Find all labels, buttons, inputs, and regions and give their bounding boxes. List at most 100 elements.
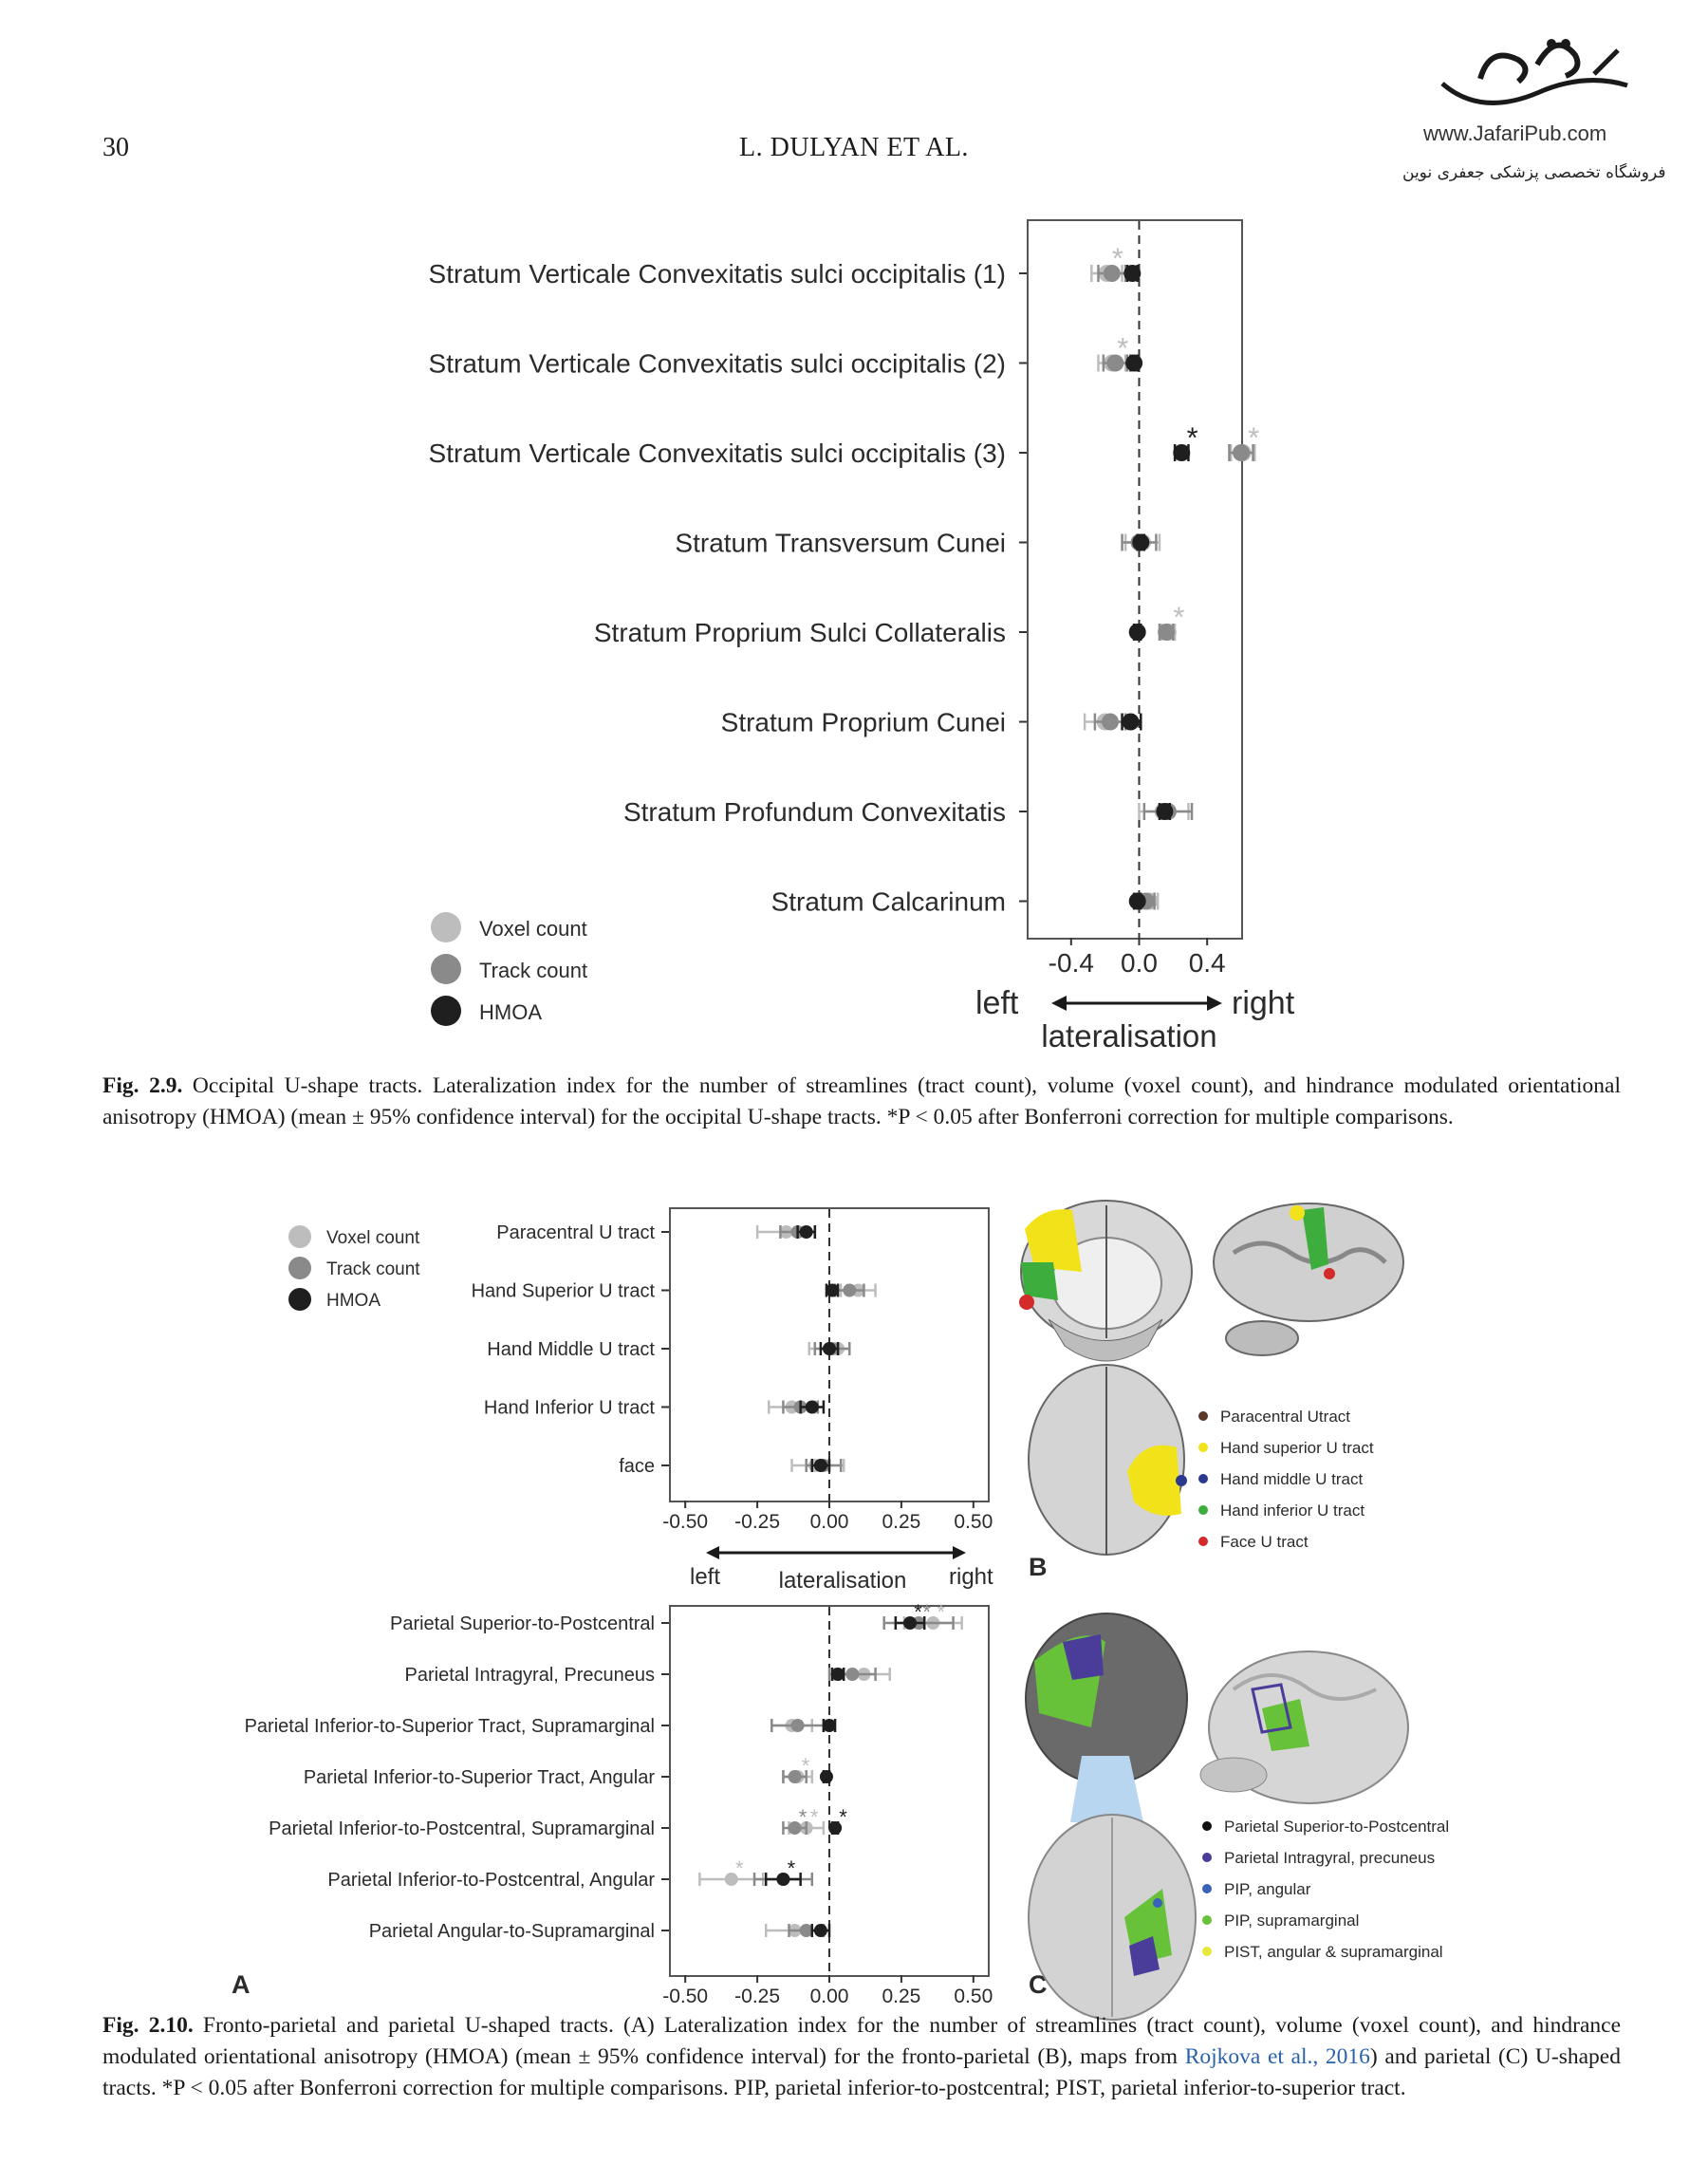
- mark-hmoa-0: *: [894, 1600, 926, 1630]
- legend-track-marker: [431, 954, 461, 984]
- mark-track-count-4: *: [782, 1805, 808, 1835]
- mark-hmoa-3: [799, 1400, 826, 1414]
- watermark-logo: [1440, 39, 1628, 105]
- mark-hmoa-4: [1128, 624, 1146, 641]
- significance-star: *: [802, 1754, 810, 1778]
- x-tick-label: 0.25: [882, 1511, 920, 1533]
- category-label-stratum-profundum-convexitatis: Stratum Profundum Convexitatis: [623, 797, 1006, 827]
- category-label-parietal-inferior-to-superior-tract-supramarginal: Parietal Inferior-to-Superior Tract, Sup…: [245, 1716, 655, 1737]
- legend-track-marker: [288, 1257, 311, 1279]
- mean-point: [828, 1821, 843, 1835]
- mean-point: [805, 1400, 819, 1414]
- x-tick-label: -0.25: [734, 1511, 780, 1533]
- legend-label-hand-middle-u-tract: Hand middle U tract: [1220, 1470, 1364, 1488]
- mark-hmoa-3: [1132, 533, 1150, 551]
- mean-point: [1173, 444, 1191, 461]
- mark-track-count-0: [1097, 265, 1127, 282]
- arrow-head-right: [953, 1546, 966, 1559]
- legend-swatch-paracentral-utract: [1198, 1411, 1208, 1421]
- legend-label-face-u-tract: Face U tract: [1220, 1533, 1309, 1551]
- significance-star: *: [788, 1856, 796, 1880]
- category-label-stratum-verticale-convexitatis-sulci-occipitalis-3: Stratum Verticale Convexitatis sulci occ…: [429, 438, 1006, 468]
- mark-hmoa-2: [819, 1342, 840, 1355]
- axis-title: lateralisation: [779, 1568, 907, 1594]
- significance-star: *: [1248, 421, 1259, 455]
- mark-hmoa-7: [1128, 892, 1146, 910]
- legend-29: Voxel count Track count HMOA: [431, 912, 587, 1026]
- legend-track-label: Track count: [326, 1259, 420, 1279]
- axis-right-label: right: [949, 1564, 993, 1590]
- figure-2-9-chart: Stratum Verticale Convexitatis sulci occ…: [429, 219, 1295, 1054]
- mean-point: [1122, 713, 1140, 731]
- brain-sagittal-b: [1213, 1203, 1404, 1356]
- mark-track-count-2: [770, 1719, 826, 1732]
- category-label-stratum-proprium-cunei: Stratum Proprium Cunei: [721, 707, 1006, 737]
- mark-track-count-3: [782, 1770, 808, 1783]
- significance-star: *: [922, 1600, 931, 1624]
- significance-star: *: [810, 1805, 819, 1829]
- x-tick-label: 0.00: [810, 1511, 849, 1533]
- mean-point: [1233, 444, 1250, 461]
- x-tick-label: -0.25: [734, 1986, 780, 2007]
- x-tick-label: -0.50: [662, 1986, 708, 2007]
- mean-point: [788, 1821, 802, 1835]
- mark-hmoa-1: [1125, 354, 1143, 372]
- brain-axial-3d-c: [1028, 1814, 1197, 2021]
- mean-point: [1103, 265, 1121, 282]
- mark-hmoa-1: [825, 1283, 840, 1297]
- category-label-hand-inferior-u-tract: Hand Inferior U tract: [484, 1398, 656, 1419]
- watermark-text: فروشگاه تخصصی پزشکی جعفری نوین: [1402, 163, 1666, 182]
- mean-point: [903, 1616, 918, 1630]
- category-label-hand-superior-u-tract: Hand Superior U tract: [472, 1281, 656, 1302]
- arrow-head-left: [1051, 996, 1067, 1011]
- legend-swatch-face-u-tract: [1198, 1537, 1208, 1546]
- mean-point: [724, 1873, 738, 1886]
- mean-point: [1102, 713, 1120, 731]
- x-tick-label: 0.50: [954, 1986, 993, 2007]
- figure-2-10-caption: Fig. 2.10. Fronto-parietal and parietal …: [102, 2010, 1621, 2104]
- citation-link[interactable]: Rojkova et al., 2016: [1184, 2044, 1370, 2069]
- x-tick-label: 0.0: [1121, 948, 1158, 978]
- legend-swatch-hand-middle-u-tract: [1198, 1474, 1208, 1483]
- watermark-url: www.JafariPub.com: [1423, 121, 1607, 145]
- legend-voxel-marker: [288, 1225, 311, 1248]
- legend-210: Voxel count Track count HMOA: [288, 1225, 420, 1311]
- category-label-parietal-intragyral-precuneus: Parietal Intragyral, Precuneus: [405, 1665, 655, 1686]
- mark-hmoa-6: [810, 1924, 831, 1937]
- x-tick-label: 0.25: [882, 1986, 920, 2007]
- mean-point: [1156, 803, 1174, 820]
- arrow-head-right: [1207, 996, 1222, 1011]
- caption-text-1: Fronto-parietal and parietal U-shaped tr…: [102, 2013, 1622, 2069]
- significance-star: *: [914, 1600, 922, 1624]
- x-tick-label: -0.4: [1049, 948, 1094, 978]
- category-label-stratum-verticale-convexitatis-sulci-occipitalis-1: Stratum Verticale Convexitatis sulci occ…: [429, 259, 1006, 289]
- x-tick-label: 0.50: [954, 1511, 993, 1533]
- significance-star: *: [938, 1600, 946, 1624]
- legend-swatch-parietal-intragyral-precuneus: [1202, 1853, 1212, 1862]
- significance-star: *: [799, 1805, 808, 1829]
- mean-point: [776, 1873, 790, 1886]
- mean-point: [826, 1283, 840, 1297]
- legend-hmoa-label: HMOA: [479, 1000, 542, 1024]
- mark-hmoa-3: [819, 1770, 833, 1783]
- legend-label-pip-supramarginal: PIP, supramarginal: [1224, 1912, 1359, 1930]
- category-label-paracentral-u-tract: Paracentral U tract: [496, 1222, 655, 1243]
- caption-label: Fig. 2.10.: [102, 2013, 194, 2038]
- mark-hmoa-4: *: [828, 1805, 847, 1835]
- brain-axial-b: [1028, 1364, 1187, 1556]
- mark-hmoa-0: [1123, 265, 1142, 282]
- caption-text: Occipital U-shape tracts. Lateralization…: [102, 1073, 1622, 1129]
- category-label-stratum-transversum-cunei: Stratum Transversum Cunei: [675, 528, 1006, 557]
- mean-point: [799, 1225, 813, 1239]
- category-label-hand-middle-u-tract: Hand Middle U tract: [487, 1339, 655, 1360]
- significance-star: *: [1173, 601, 1184, 634]
- mean-point: [813, 1459, 827, 1472]
- category-label-parietal-inferior-to-superior-tract-angular: Parietal Inferior-to-Superior Tract, Ang…: [304, 1767, 656, 1788]
- mean-point: [845, 1668, 860, 1681]
- brain-coronal-c: [1025, 1613, 1188, 1822]
- panel-c-label: C: [1029, 1970, 1048, 1999]
- running-head: L. DULYAN ET AL.: [739, 133, 969, 162]
- significance-star: *: [1187, 421, 1198, 455]
- legend-label-parietal-intragyral-precuneus: Parietal Intragyral, precuneus: [1224, 1849, 1435, 1867]
- legend-label-hand-superior-u-tract: Hand superior U tract: [1220, 1439, 1374, 1457]
